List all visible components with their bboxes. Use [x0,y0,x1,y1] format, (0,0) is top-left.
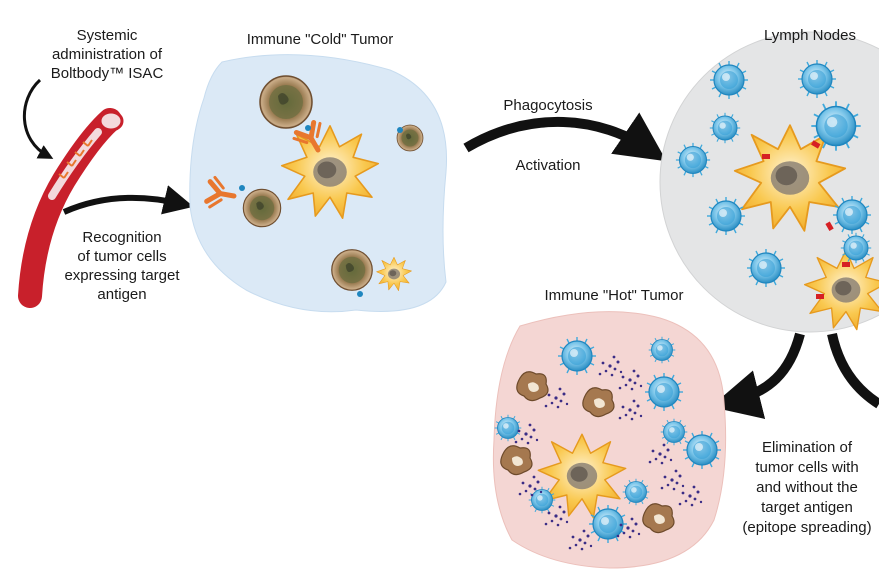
recognition-line-1: Recognition [82,229,161,246]
elimination-line-5: (epitope spreading) [742,519,871,536]
tumor-cell-icon [259,75,313,129]
elimination-line-4: target antigen [761,499,853,516]
lymph-nodes-title: Lymph Nodes [764,27,856,44]
blood-vessel-icon [18,108,124,308]
elimination-line-1: Elimination of [762,439,853,456]
tumor-cell-icon [242,188,282,228]
hot-tumor-region [492,311,727,569]
administration-arrow-icon [22,78,54,159]
recognition-line-3: expressing target [64,267,180,284]
hot-tumor-title: Immune "Hot" Tumor [544,287,683,304]
systemic-line-3: Boltbody™ ISAC [51,65,164,82]
systemic-administration-label: Systemic administration of Boltbody™ ISA… [51,27,164,82]
tumor-cell-icon [331,249,373,291]
systemic-line-2: administration of [52,46,163,63]
cold-tumor-title: Immune "Cold" Tumor [247,31,394,48]
recognition-arrow-icon [62,185,194,215]
activation-label: Activation [515,157,580,174]
recognition-line-4: antigen [97,286,146,303]
cold-tumor-region [189,54,448,313]
recognition-line-2: of tumor cells [77,248,166,265]
phagocytosis-label: Phagocytosis [503,97,592,114]
phagocytosis-arrow-icon [463,112,667,162]
elimination-line-2: tumor cells with [755,459,858,476]
lymph-node-region [659,31,879,333]
elimination-label: Elimination of tumor cells with and with… [742,439,871,536]
elimination-line-3: and without the [756,479,858,496]
systemic-line-1: Systemic [77,27,138,44]
elimination-arrow-icon [710,332,805,419]
recognition-label: Recognition of tumor cells expressing ta… [64,229,180,303]
elimination-arrow-icon [827,332,879,409]
